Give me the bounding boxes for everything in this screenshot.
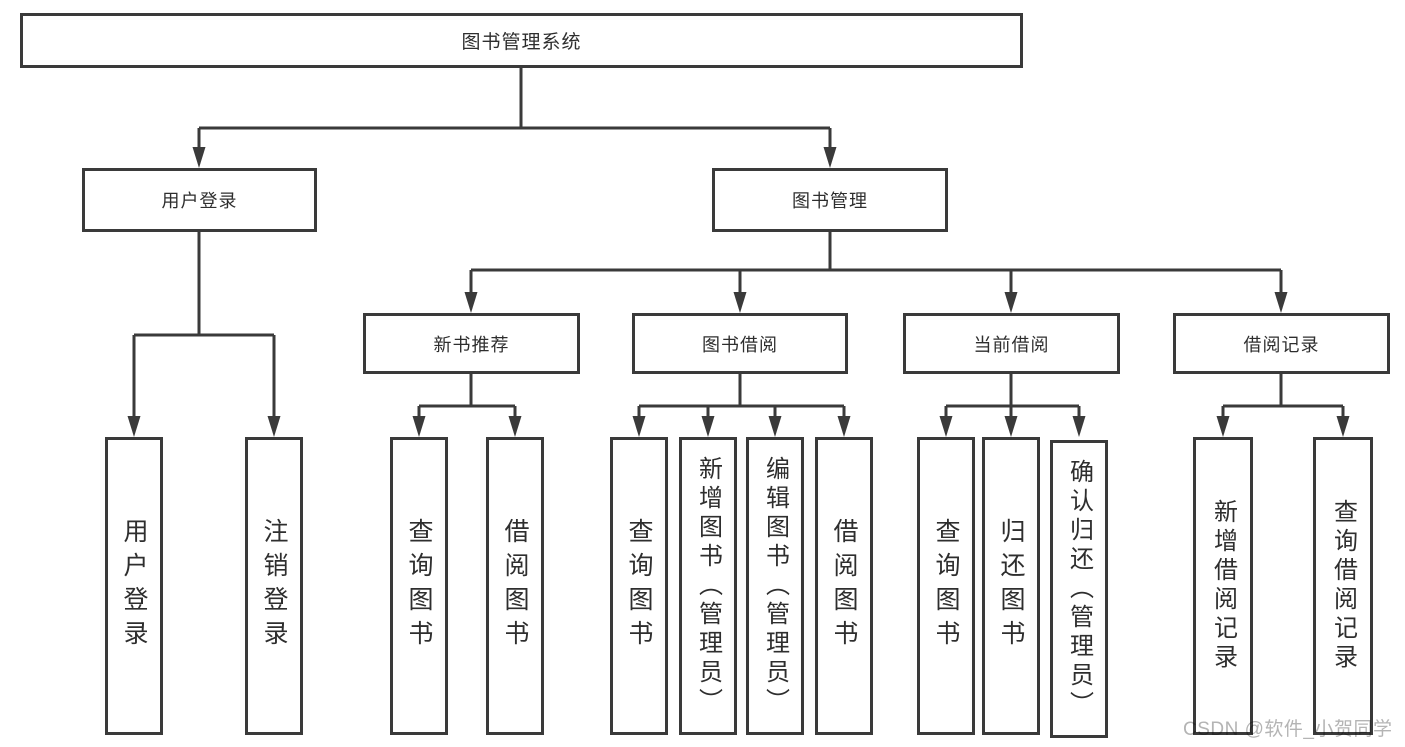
node-label: 借阅记录: [1243, 334, 1320, 355]
leaf-edit-books-admin: 编辑图书（管理员）: [746, 437, 804, 735]
node-new-book-recommend: 新书推荐: [363, 313, 580, 374]
node-label: 新增借阅记录: [1209, 499, 1237, 673]
node-label: 借阅图书: [830, 518, 858, 654]
node-label: 确认归还（管理员）: [1065, 458, 1093, 720]
node-book-borrow: 图书借阅: [632, 313, 848, 374]
leaf-query-borrow-record: 查询借阅记录: [1313, 437, 1373, 735]
node-label: 用户登录: [120, 518, 148, 654]
leaf-user-login: 用户登录: [105, 437, 163, 735]
node-label: 图书借阅: [702, 334, 778, 355]
leaf-borrow-books-1: 借阅图书: [486, 437, 544, 735]
node-label: 借阅图书: [501, 518, 529, 654]
leaf-confirm-return-admin: 确认归还（管理员）: [1050, 440, 1108, 738]
node-label: 图书管理系统: [461, 32, 582, 53]
leaf-query-books-2: 查询图书: [610, 437, 668, 735]
node-user-login: 用户登录: [82, 168, 317, 232]
node-label: 查询借阅记录: [1329, 499, 1357, 673]
node-label: 图书管理: [792, 191, 868, 211]
leaf-add-borrow-record: 新增借阅记录: [1193, 437, 1253, 735]
node-borrow-records: 借阅记录: [1173, 313, 1390, 374]
node-label: 用户登录: [161, 191, 238, 211]
node-current-borrow: 当前借阅: [903, 313, 1120, 374]
node-label: 新增图书（管理员）: [694, 455, 722, 717]
leaf-return-books: 归还图书: [982, 437, 1040, 735]
node-label: 注销登录: [260, 518, 288, 654]
node-label: 查询图书: [625, 518, 653, 654]
leaf-query-books-1: 查询图书: [390, 437, 448, 735]
watermark: CSDN @软件_小贺同学: [1183, 719, 1393, 740]
leaf-add-books-admin: 新增图书（管理员）: [679, 437, 737, 735]
node-label: 查询图书: [932, 518, 960, 654]
node-label: 查询图书: [405, 518, 433, 654]
leaf-query-books-3: 查询图书: [917, 437, 975, 735]
node-label: 当前借阅: [973, 334, 1050, 355]
node-label: 新书推荐: [433, 334, 510, 355]
node-book-management: 图书管理: [712, 168, 948, 232]
node-label: 归还图书: [997, 518, 1025, 654]
node-label: 编辑图书（管理员）: [761, 455, 789, 717]
node-library-system: 图书管理系统: [20, 13, 1023, 68]
leaf-borrow-books-2: 借阅图书: [815, 437, 873, 735]
leaf-logout: 注销登录: [245, 437, 303, 735]
